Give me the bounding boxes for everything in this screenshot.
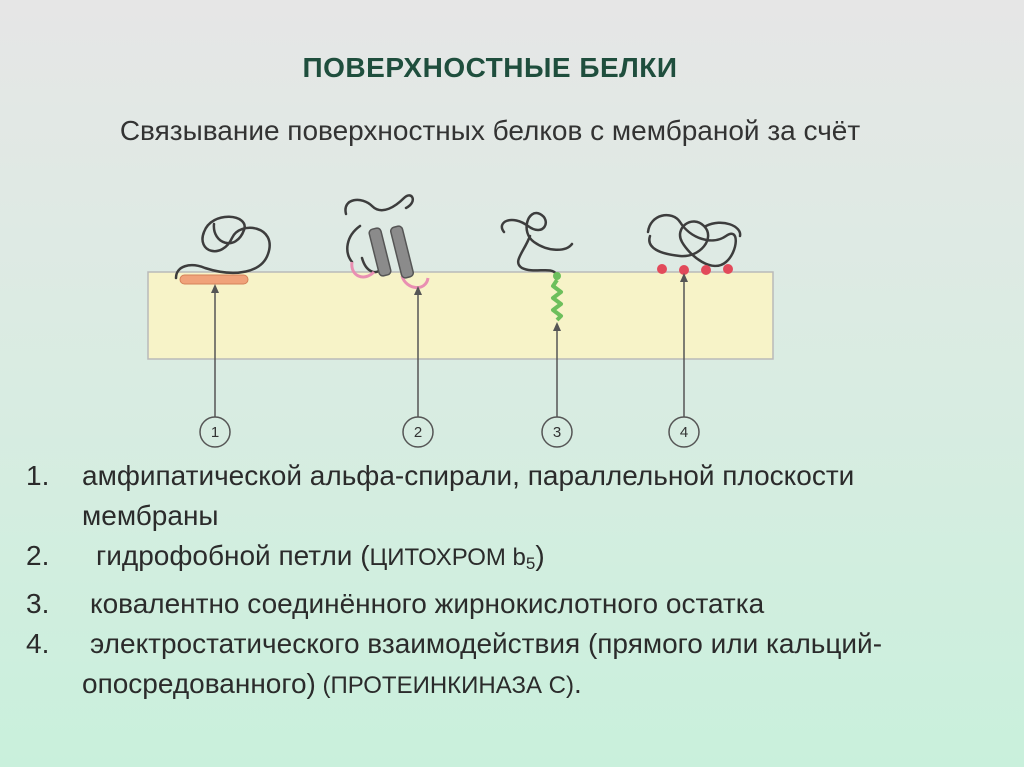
slide-subtitle: Связывание поверхностных белков с мембра…	[119, 115, 861, 146]
protein-3-fatty-acid-anchor	[500, 211, 574, 322]
list-text: электростатического взаимодействия (прям…	[82, 628, 883, 699]
callout-label-3: 3	[553, 424, 561, 441]
callout-circle-2	[402, 416, 434, 448]
helix-1	[179, 274, 249, 285]
list-item: 2. гидрофобной петли (ЦИТОХРОМ b5)	[26, 536, 986, 584]
mechanism-list: 1. амфипатической альфа-спирали, паралле…	[26, 456, 986, 706]
callout-circle-1	[199, 416, 231, 448]
charge-dot	[723, 264, 733, 274]
callout-circle-3	[541, 416, 573, 448]
slide-title: ПОВЕРХНОСТНЫЕ БЕЛКИ	[302, 52, 678, 83]
list-item: 1. амфипатической альфа-спирали, паралле…	[26, 456, 986, 536]
callout-circle-4	[668, 416, 700, 448]
protein-1-amphipathic-helix	[174, 215, 271, 285]
callout-label-1: 1	[211, 424, 219, 441]
list-item: 3. ковалентно соединённого жирнокислотно…	[26, 584, 986, 624]
list-text: ковалентно соединённого жирнокислотного …	[90, 588, 765, 619]
protein-2-hydrophobic-loop	[344, 194, 430, 289]
charge-dot	[701, 265, 711, 275]
callout-label-2: 2	[414, 424, 422, 441]
protein-example: ЦИТОХРОМ b	[369, 544, 526, 571]
protein-4-electrostatic	[646, 213, 742, 275]
helix-2a	[368, 227, 392, 277]
protein-example: (ПРОТЕИНКИНАЗА С)	[315, 672, 574, 699]
list-text: гидрофобной петли (ЦИТОХРОМ b5)	[96, 540, 545, 573]
list-text: амфипатической альфа-спирали, параллельн…	[82, 460, 855, 531]
subscript: 5	[525, 554, 536, 573]
charge-dot	[679, 265, 689, 275]
membrane-layer	[147, 271, 774, 360]
charge-dot	[657, 264, 667, 274]
list-number: 3.	[26, 588, 50, 619]
helix-2b	[389, 225, 415, 279]
list-number: 4.	[26, 628, 50, 659]
fatty-acid-chain	[551, 278, 563, 322]
list-number: 1.	[26, 460, 50, 491]
callout-label-4: 4	[680, 424, 688, 441]
list-item: 4. электростатического взаимодействия (п…	[26, 624, 986, 706]
list-number: 2.	[26, 540, 50, 571]
